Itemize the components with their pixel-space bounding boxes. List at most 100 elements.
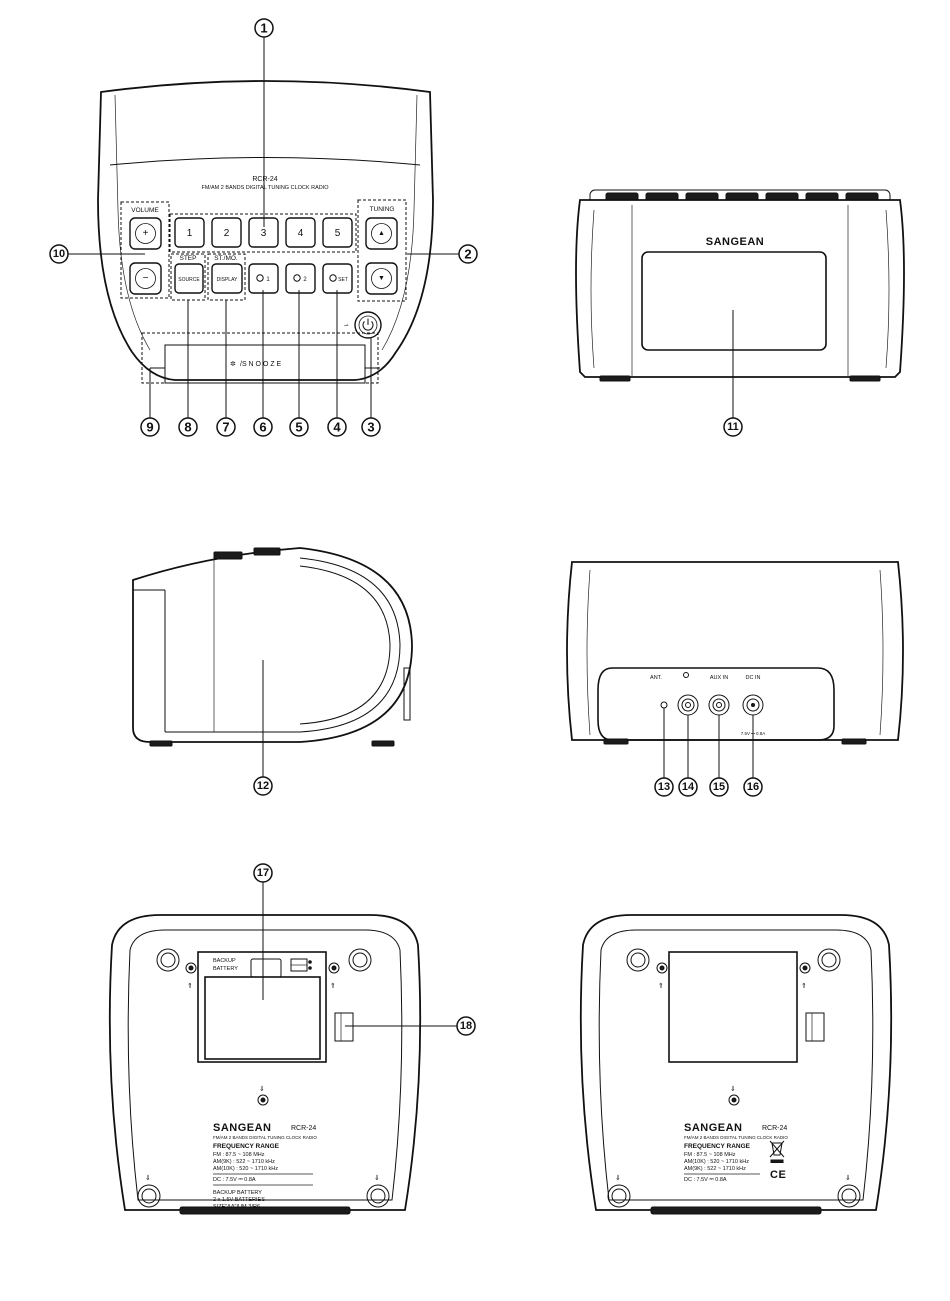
preset-4-button[interactable]: 4	[285, 217, 316, 248]
svg-text:3: 3	[367, 420, 374, 435]
callout-15: 15	[709, 777, 729, 797]
bottom-right-am10: AM(10K) : 520 ~ 1710 kHz	[684, 1159, 749, 1165]
preset-5-button[interactable]: 5	[322, 217, 353, 248]
volume-group-frame	[120, 201, 170, 299]
foot-bottom-left	[137, 1184, 161, 1208]
bottom-left-am9: AM(9K) : 522 ~ 1710 kHz	[213, 1159, 275, 1165]
arrow-up-icon: ⇑	[658, 982, 664, 990]
clip-slot	[805, 1012, 825, 1042]
svg-text:SET: SET	[338, 277, 348, 283]
arrow-down-icon: ⇓	[845, 1174, 851, 1182]
backup-label-2: BATTERY	[213, 966, 238, 972]
tuning-up-button[interactable]	[365, 217, 398, 250]
arrow-up-icon: ⇑	[801, 982, 807, 990]
alarm-1-button[interactable]: 1	[248, 263, 279, 294]
callout-18: 18	[456, 1016, 476, 1036]
tuning-down-button[interactable]	[365, 262, 398, 295]
tuning-down-symbol: ▼	[378, 275, 385, 282]
alarm-2-icon	[293, 274, 301, 282]
foot-top-left	[626, 948, 650, 972]
preset-1-button[interactable]: 1	[174, 217, 205, 248]
battery-latch[interactable]	[250, 958, 282, 978]
snooze-label: /S N O O Z E	[240, 361, 282, 368]
screw-right	[328, 962, 340, 974]
svg-text:5: 5	[335, 228, 341, 239]
callout-badges: 1 2 3 4 5 6 7 8 9 10 11 12 13 14 15 16 1…	[49, 18, 763, 1036]
callout-14: 14	[678, 777, 698, 797]
ce-mark: CE	[770, 1169, 786, 1181]
bottom-left-freq-title: FREQUENCY RANGE	[213, 1143, 280, 1150]
battery-compartment-frame	[197, 951, 327, 1063]
front-control-view: RCR-24 FM/AM 2 BANDS DIGITAL TUNING CLOC…	[97, 80, 434, 384]
foot-bottom-left	[607, 1184, 631, 1208]
alarm-2-button[interactable]: 2	[285, 263, 316, 294]
preset-2-button[interactable]: 2	[211, 217, 242, 248]
screw-left	[656, 962, 668, 974]
foot-bottom-right	[837, 1184, 861, 1208]
callout-2: 2	[458, 244, 478, 264]
clock-icon	[329, 274, 337, 282]
volume-up-symbol: +	[143, 228, 149, 239]
leader-lines	[68, 37, 754, 1027]
svg-text:12: 12	[257, 780, 269, 792]
foot-top-right	[348, 948, 372, 972]
svg-text:9: 9	[146, 420, 153, 435]
svg-text:17: 17	[257, 867, 269, 879]
bottom-left-model: RCR-24	[291, 1125, 316, 1132]
light-icon: ✲	[230, 360, 236, 368]
arrow-down-icon: ⇓	[145, 1174, 151, 1182]
front-model-label: RCR-24	[252, 176, 277, 183]
svg-text:1: 1	[187, 228, 193, 239]
power-icon	[362, 318, 374, 331]
svg-text:5: 5	[295, 420, 302, 435]
dc-in-label: DC IN	[746, 675, 761, 681]
svg-text:18: 18	[460, 1020, 472, 1032]
tuning-up-symbol: ▲	[378, 230, 385, 237]
callout-17: 17	[253, 863, 273, 883]
callout-6: 6	[253, 417, 273, 437]
sleep-icon: ⊸	[344, 323, 349, 329]
svg-text:11: 11	[727, 421, 739, 433]
screw-center	[257, 1094, 269, 1106]
callout-13: 13	[654, 777, 674, 797]
bottom-right-fm: FM : 87.5 ~ 108 MHz	[684, 1152, 736, 1158]
tuning-label: TUNING	[370, 206, 395, 213]
tuning-group-frame	[357, 199, 407, 302]
callout-16: 16	[743, 777, 763, 797]
svg-text:4: 4	[333, 420, 341, 435]
callout-3: 3	[361, 417, 381, 437]
battery-cover-closed[interactable]	[668, 951, 798, 1063]
bottom-right-dc: DC : 7.5V ⎓ 0.8A	[684, 1177, 727, 1183]
svg-text:16: 16	[747, 781, 759, 793]
svg-text:10: 10	[53, 248, 65, 260]
clock-set-button[interactable]: SET	[322, 263, 353, 294]
foot-top-left	[156, 948, 180, 972]
svg-text:6: 6	[259, 420, 266, 435]
side-view	[132, 547, 413, 747]
bottom-right-freq-title: FREQUENCY RANGE	[684, 1143, 751, 1150]
svg-text:3: 3	[261, 228, 267, 239]
volume-down-button[interactable]	[129, 262, 162, 295]
display-button[interactable]	[211, 263, 243, 294]
bottom-left-subtitle: FM/AM 2 BANDS DIGITAL TUNING CLOCK RADIO	[213, 1135, 317, 1140]
backup-label-1: BACKUP	[213, 958, 236, 964]
bottom-right-model: RCR-24	[762, 1125, 787, 1132]
snooze-bar[interactable]	[164, 344, 366, 384]
source-button[interactable]	[174, 263, 204, 294]
callout-1: 1	[254, 18, 274, 38]
bottom-left-am10: AM(10K) : 520 ~ 1710 kHz	[213, 1166, 278, 1172]
arrow-up-icon: ⇑	[330, 982, 336, 990]
bottom-right-am9: AM(9K) : 522 ~ 1710 kHz	[684, 1166, 746, 1172]
weee-bin-icon	[769, 1140, 785, 1163]
display-button-label: DISPLAY	[217, 277, 238, 283]
back-panel	[597, 667, 835, 741]
callout-7: 7	[216, 417, 236, 437]
radio-front-outline	[575, 199, 905, 378]
back-view: ANT. AUX IN DC IN 7.5V ⎓ 0.8A	[566, 561, 904, 745]
alarm-1-icon	[256, 274, 264, 282]
bottom-view-right: ⇑ ⇑ ⇓ ⇓ ⇓ SANGEAN RCR-24 FM/AM 2 BANDS D…	[579, 914, 893, 1215]
arrow-up-icon: ⇑	[187, 982, 193, 990]
front-display-view: SANGEAN	[575, 189, 905, 382]
volume-up-button[interactable]	[129, 217, 162, 250]
